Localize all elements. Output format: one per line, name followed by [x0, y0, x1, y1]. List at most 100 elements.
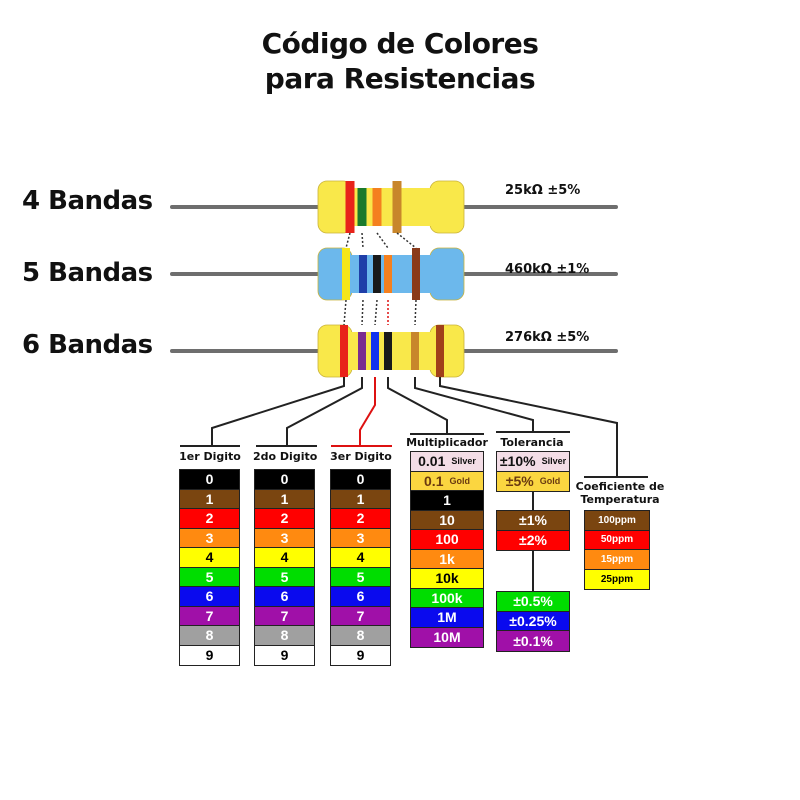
cell-value: 0.01 [418, 453, 446, 470]
color-code-cell: 3 [255, 528, 314, 548]
dashed-connector [343, 299, 347, 326]
page-title-line2: para Resistencias [264, 62, 536, 95]
col-title-temp-line1: Coeficiente de [575, 480, 665, 493]
cell-value: 2 [280, 510, 289, 527]
color-code-cell: 9 [255, 645, 314, 665]
color-code-cell: ±10% Silver [497, 452, 569, 472]
resistor-body-6-bands [317, 324, 465, 378]
value-4-bands: 25kΩ ±5% [505, 183, 581, 198]
color-band [371, 332, 379, 370]
color-code-cell: 0.01 Silver [411, 452, 483, 472]
cell-value: 1M [437, 609, 457, 626]
cell-value: 6 [280, 588, 289, 605]
cell-value: ±0.25% [509, 612, 557, 629]
color-band [372, 188, 382, 226]
col-title-digit2: 2do Digito [253, 450, 318, 463]
cell-value: ±10% [499, 453, 536, 470]
dashed-connector [361, 232, 364, 249]
resistor-body-4-bands [317, 180, 465, 234]
color-code-cell: ±2% [497, 530, 569, 550]
page-title-line1: Código de Colores [261, 27, 539, 60]
cell-value: 3 [205, 529, 214, 546]
cell-value: 100 [435, 531, 459, 548]
cell-value: ±2% [519, 532, 547, 549]
cell-value: 3 [356, 529, 365, 546]
cell-value: 100ppm [598, 514, 636, 526]
cell-value: 50ppm [600, 534, 634, 546]
color-code-cell: 0 [255, 470, 314, 490]
cell-value: 0 [280, 471, 289, 488]
tolerance-bottom-column: ±0.5%±0.25%±0.1% [496, 591, 570, 652]
color-code-cell: 15ppm [585, 550, 649, 570]
cell-value: 3 [280, 529, 289, 546]
color-code-cell: 7 [255, 606, 314, 626]
cell-value: 1 [443, 492, 451, 509]
color-code-cell: 50ppm [585, 530, 649, 550]
leader-multiplier [387, 377, 484, 435]
leader-tolerance [414, 377, 570, 433]
cell-value: 5 [280, 568, 289, 585]
color-band [359, 255, 367, 293]
cell-value: 1 [356, 490, 365, 507]
cell-value: 100k [431, 589, 463, 606]
cell-value: 0 [356, 471, 365, 488]
cell-value: ±0.5% [513, 593, 553, 610]
color-code-cell: 6 [331, 587, 390, 607]
cell-value: 1k [439, 550, 455, 567]
temp-coefficient-column: 100ppm 50ppm 15ppm 25ppm [584, 510, 650, 590]
cell-value: 10M [433, 629, 461, 646]
dashed-connector [374, 299, 378, 326]
label-5-bands: 5 Bandas [22, 258, 153, 288]
cell-value: 2 [356, 510, 365, 527]
dashed-connector [361, 299, 364, 326]
color-code-cell: 3 [180, 528, 239, 548]
cell-value: 7 [280, 607, 289, 624]
color-code-cell: 25ppm [585, 569, 649, 589]
color-code-cell: ±0.5% [497, 592, 569, 612]
cell-value: 7 [205, 607, 214, 624]
color-code-cell: 5 [255, 567, 314, 587]
cell-value: 9 [280, 647, 289, 664]
label-4-bands: 4 Bandas [22, 186, 153, 216]
color-code-cell: 1 [411, 491, 483, 511]
tolerance-middle-column: ±1%±2% [496, 510, 570, 551]
cell-value: 1 [205, 490, 214, 507]
label-6-bands: 6 Bandas [22, 330, 153, 360]
color-band [357, 188, 367, 226]
cell-value: 8 [356, 627, 365, 644]
col-title-tolerance: Tolerancia [500, 436, 564, 449]
color-code-cell: 1 [255, 489, 314, 509]
cell-value: ±5% [505, 473, 534, 490]
cell-value: 8 [280, 627, 289, 644]
color-code-cell: 2 [180, 509, 239, 529]
cell-value: 6 [205, 588, 214, 605]
color-code-cell: 8 [331, 626, 390, 646]
cell-value: 9 [205, 647, 214, 664]
cell-value: 0 [205, 471, 214, 488]
color-code-cell: 1 [331, 489, 390, 509]
color-code-cell: 10k [411, 569, 483, 589]
tolerance-top-column: ±10% Silver ±5% Gold [496, 451, 570, 492]
dashed-connector [345, 232, 351, 249]
cell-sublabel: Gold [539, 476, 561, 487]
cell-sublabel: Gold [449, 475, 470, 486]
color-band [358, 332, 366, 370]
cell-value: 4 [205, 549, 214, 566]
color-code-cell: ±5% Gold [497, 471, 569, 491]
color-band [340, 325, 348, 377]
color-code-cell: 4 [331, 548, 390, 568]
leader-digit1 [180, 377, 345, 447]
cell-value: 25ppm [600, 573, 634, 585]
cell-sublabel: Silver [541, 456, 567, 467]
color-code-cell: ±1% [497, 511, 569, 531]
dashed-connector [376, 232, 389, 249]
cell-value: ±1% [519, 512, 547, 529]
cell-sublabel: Silver [451, 456, 476, 467]
color-code-cell: 2 [255, 509, 314, 529]
